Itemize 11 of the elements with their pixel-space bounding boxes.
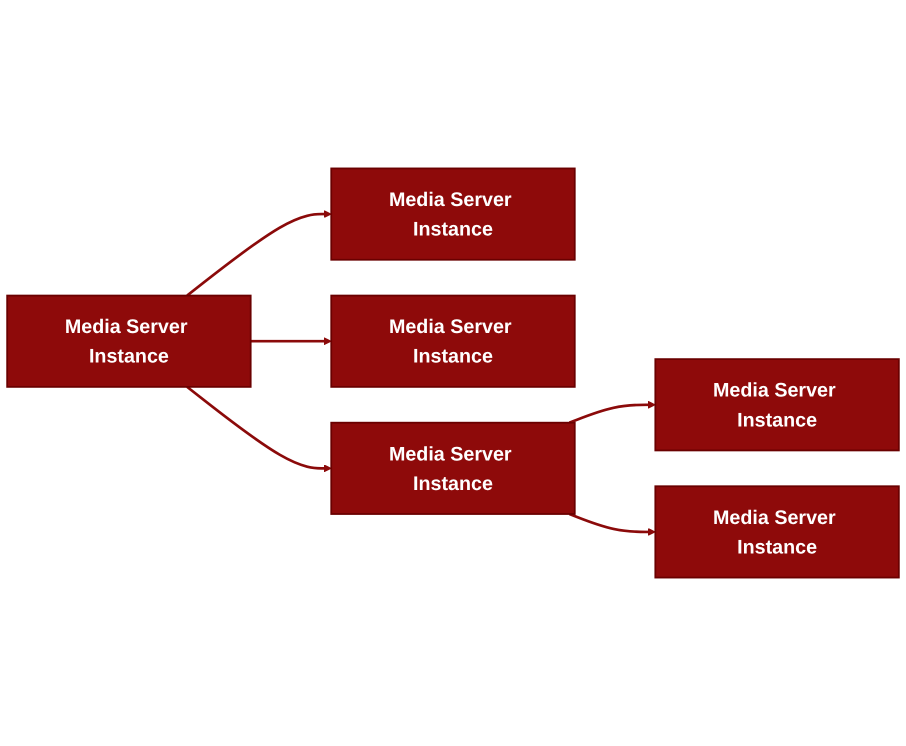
node-box: Media Server Instance [654, 485, 900, 578]
node-box: Media Server Instance [330, 422, 576, 515]
arrow [568, 400, 656, 424]
arrow [186, 386, 332, 472]
arrow [250, 337, 332, 346]
node-box: Media Server Instance [6, 294, 252, 388]
node-box: Media Server Instance [330, 294, 576, 388]
node-box: Media Server Instance [330, 168, 576, 261]
arrow [186, 210, 332, 297]
node-box: Media Server Instance [654, 358, 900, 452]
arrow [568, 512, 656, 536]
